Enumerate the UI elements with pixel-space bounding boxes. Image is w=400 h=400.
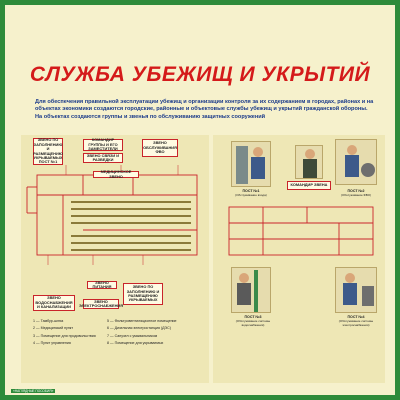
caption-post3: ПОСТ №3 (Обслуживание системы водоснабже…	[225, 315, 281, 328]
post2-subtitle: (Обслуживание ФВО)	[340, 193, 372, 198]
post1-title: ПОСТ №1	[242, 189, 260, 193]
post4-subtitle: (Обслуживание системы электроснабжения)	[338, 319, 374, 328]
worker-illustration-post2	[335, 139, 377, 185]
post3-subtitle: (Обслуживание системы водоснабжения)	[235, 319, 271, 328]
legend-left: 1 — Тамбур-шлюз 2 — Медицинский пункт 3 …	[33, 318, 96, 347]
post3-title: ПОСТ №3	[244, 315, 262, 319]
legend-item: 7 — Санузел с умывальником	[107, 333, 158, 338]
intro-text: Для обеспечения правильной эксплуатации …	[35, 99, 379, 121]
legend-item: 6 — Дизельная электростанция (ДЭС)	[107, 326, 171, 331]
poster-title: СЛУЖБА УБЕЖИЩ И УКРЫТИЙ	[29, 63, 371, 86]
label-zveno-post1: ЗВЕНО ПО ЗАПОЛНЕНИЮ И РАЗМЕЩЕНИЮ УКРЫВАЕ…	[33, 137, 63, 165]
label-zveno-zapolnenie-bottom: ЗВЕНО ПО ЗАПОЛНЕНИЮ И РАЗМЕЩЕНИЮ УКРЫВАЕ…	[123, 283, 163, 305]
caption-post2: ПОСТ №2 (Обслуживание ФВО)	[335, 189, 377, 197]
intro-paragraph-1: Для обеспечения правильной эксплуатации …	[35, 99, 374, 113]
caption-post4: ПОСТ №4 (Обслуживание системы электросна…	[327, 315, 385, 328]
worker-illustration-post3	[231, 267, 271, 313]
legend-item: 1 — Тамбур-шлюз	[33, 319, 64, 323]
legend-item: 4 — Пункт управления	[33, 340, 71, 345]
label-medicinskoe-zveno: МЕДИЦИНСКОЕ ЗВЕНО	[93, 169, 139, 178]
intro-paragraph-2: На объектах создаются группы и звенья по…	[35, 113, 266, 120]
worker-illustration-post1	[231, 141, 271, 187]
label-vodosnabzhenie: ЗВЕНО ВОДОСНАБЖЕНИЯ И КАНАЛИЗАЦИИ	[33, 295, 75, 311]
post1-subtitle: (Обслуживание входа)	[235, 193, 267, 198]
legend-item: 8 — Помещение для укрываемых	[107, 340, 164, 345]
label-komandir-zvena: КОМАНДИР ЗВЕНА	[287, 181, 331, 190]
label-elektrosnabzhenie: ЗВЕНО ЭЛЕКТРОСНАБЖЕНИЯ	[79, 298, 124, 309]
label-zveno-pitaniya: ЗВЕНО ПИТАНИЯ	[87, 280, 117, 289]
commander-illustration	[295, 145, 323, 179]
post2-title: ПОСТ №2	[347, 189, 365, 193]
right-floor-plan	[228, 206, 374, 256]
worker-illustration-post4	[335, 267, 377, 313]
shelter-floor-plan	[26, 165, 198, 265]
publisher-footer: «НАГЛЯДНЫЕ ПОСОБИЯ»	[11, 389, 56, 393]
legend-right: 5 — Фильтровентиляционное помещение 6 — …	[107, 318, 177, 347]
legend-item: 2 — Медицинский пункт	[33, 326, 74, 331]
label-svyaz-razvedka: ЗВЕНО СВЯЗИ И РАЗВЕДКИ	[83, 153, 123, 163]
label-komandir-gruppy: КОМАНДИР ГРУППЫ И ЕГО ЗАМЕСТИТЕЛИ	[83, 138, 123, 151]
post4-title: ПОСТ №4	[347, 315, 365, 319]
label-fvo: ЗВЕНО ОБСЛУЖИВАНИЯ ФВО	[142, 139, 178, 157]
caption-post1: ПОСТ №1 (Обслуживание входа)	[231, 189, 271, 197]
legend-item: 3 — Помещение для продовольствия	[33, 333, 96, 338]
legend-item: 5 — Фильтровентиляционное помещение	[107, 319, 177, 323]
